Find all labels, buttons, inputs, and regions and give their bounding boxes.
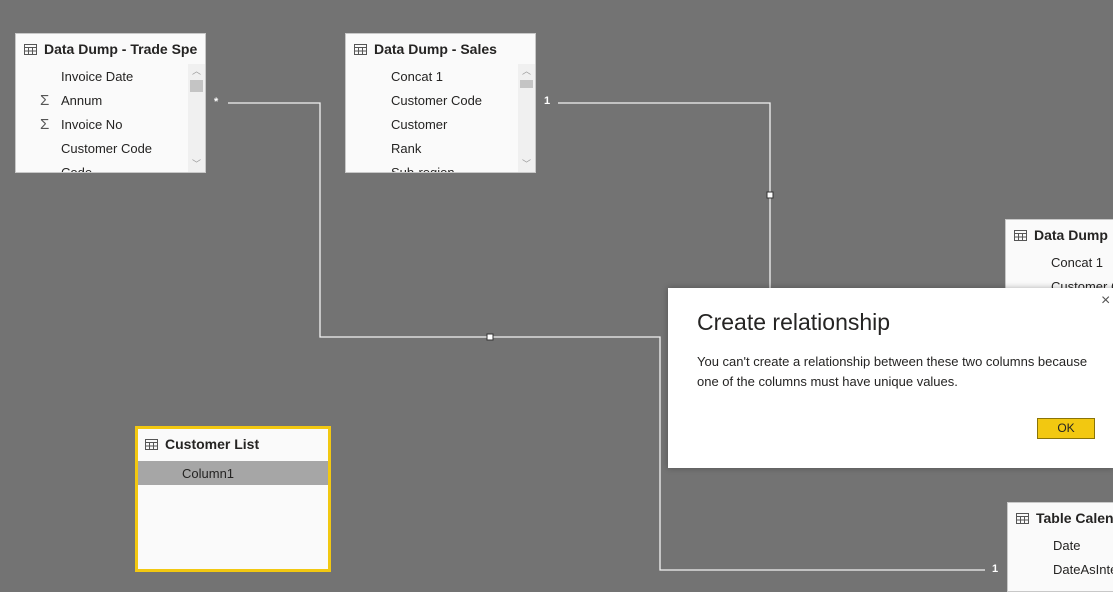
table-title: Data Dump bbox=[1034, 227, 1108, 243]
cardinality-one-label: 1 bbox=[992, 563, 999, 575]
scroll-thumb[interactable] bbox=[520, 80, 533, 88]
sigma-icon: Σ bbox=[40, 115, 50, 133]
relationship-line-sales-to-dump bbox=[558, 102, 771, 290]
table-icon bbox=[1016, 512, 1029, 524]
table-icon bbox=[145, 438, 158, 450]
cardinality-one-label: 1 bbox=[544, 95, 551, 107]
field-item[interactable]: Σ Annum bbox=[16, 88, 205, 112]
field-item[interactable]: Σ Invoice No bbox=[16, 112, 205, 136]
field-label: DateAsInteger bbox=[1053, 561, 1113, 577]
field-label: Customer Code bbox=[61, 140, 153, 156]
relationship-handle bbox=[766, 191, 774, 199]
field-label: Column1 bbox=[182, 465, 235, 481]
table-header[interactable]: Data Dump - Trade Spe bbox=[16, 34, 205, 64]
scroll-thumb[interactable] bbox=[190, 80, 203, 92]
table-card-data-dump[interactable]: Data Dump Concat 1 Customer C bbox=[1005, 219, 1113, 299]
field-item[interactable]: DateAsInteger bbox=[1008, 557, 1113, 581]
vertical-scrollbar[interactable]: ︿ ﹀ bbox=[518, 64, 535, 172]
close-icon[interactable]: × bbox=[1101, 292, 1111, 309]
field-item-selected[interactable]: Column1 bbox=[138, 461, 328, 485]
table-title: Table Calendar bbox=[1036, 510, 1113, 526]
table-header[interactable]: Data Dump bbox=[1006, 220, 1113, 250]
table-title: Data Dump - Sales bbox=[374, 41, 497, 57]
create-relationship-dialog: Create relationship × You can't create a… bbox=[668, 288, 1113, 468]
field-item[interactable]: Concat 1 bbox=[1006, 250, 1113, 274]
table-icon bbox=[354, 43, 367, 55]
table-card-trade[interactable]: Data Dump - Trade Spe Invoice Date Σ Annu… bbox=[15, 33, 206, 173]
field-label: Concat 1 bbox=[391, 68, 444, 84]
field-label: Annum bbox=[61, 92, 103, 108]
field-item[interactable]: Customer bbox=[346, 112, 535, 136]
ok-button[interactable]: OK bbox=[1037, 418, 1095, 439]
field-item[interactable]: Customer Code bbox=[346, 88, 535, 112]
table-card-sales[interactable]: Data Dump - Sales Concat 1 Customer Code… bbox=[345, 33, 536, 173]
field-item[interactable]: Invoice Date bbox=[16, 64, 205, 88]
field-item[interactable]: Concat 1 bbox=[346, 64, 535, 88]
vertical-scrollbar[interactable]: ︿ ﹀ bbox=[188, 64, 205, 172]
relationship-handle bbox=[486, 333, 494, 341]
scroll-up-icon[interactable]: ︿ bbox=[191, 66, 201, 76]
field-item[interactable]: Code bbox=[16, 160, 205, 173]
scroll-down-icon[interactable]: ﹀ bbox=[521, 159, 531, 169]
cardinality-many-label: * bbox=[214, 96, 219, 108]
field-label: Concat 1 bbox=[1051, 254, 1104, 270]
table-title: Customer List bbox=[165, 436, 260, 452]
field-item[interactable]: Rank bbox=[346, 136, 535, 160]
field-label: Sub-region bbox=[391, 164, 455, 173]
scroll-up-icon[interactable]: ︿ bbox=[521, 66, 531, 76]
field-label: Date bbox=[1053, 537, 1081, 553]
sigma-icon: Σ bbox=[40, 91, 50, 109]
field-label: Invoice Date bbox=[61, 68, 134, 84]
field-label: Rank bbox=[391, 140, 422, 156]
dialog-message: You can't create a relationship between … bbox=[697, 354, 1088, 389]
table-header[interactable]: Customer List bbox=[138, 429, 328, 459]
field-label: Customer Code bbox=[391, 92, 483, 108]
table-header[interactable]: Table Calendar bbox=[1008, 503, 1113, 533]
field-label: Code bbox=[61, 164, 93, 173]
table-icon bbox=[24, 43, 37, 55]
table-card-calendar[interactable]: Table Calendar Date DateAsInteger bbox=[1007, 502, 1113, 592]
dialog-title: Create relationship bbox=[697, 309, 891, 335]
field-item[interactable]: Customer Code bbox=[16, 136, 205, 160]
table-card-customer-list[interactable]: Customer List Column1 bbox=[135, 426, 331, 572]
field-item[interactable]: Date bbox=[1008, 533, 1113, 557]
table-icon bbox=[1014, 229, 1027, 241]
scroll-down-icon[interactable]: ﹀ bbox=[191, 159, 201, 169]
field-item[interactable]: Sub-region bbox=[346, 160, 535, 173]
table-header[interactable]: Data Dump - Sales bbox=[346, 34, 535, 64]
field-label: Customer bbox=[391, 116, 448, 132]
field-label: Invoice No bbox=[61, 116, 123, 132]
table-title: Data Dump - Trade Spe bbox=[44, 41, 198, 57]
